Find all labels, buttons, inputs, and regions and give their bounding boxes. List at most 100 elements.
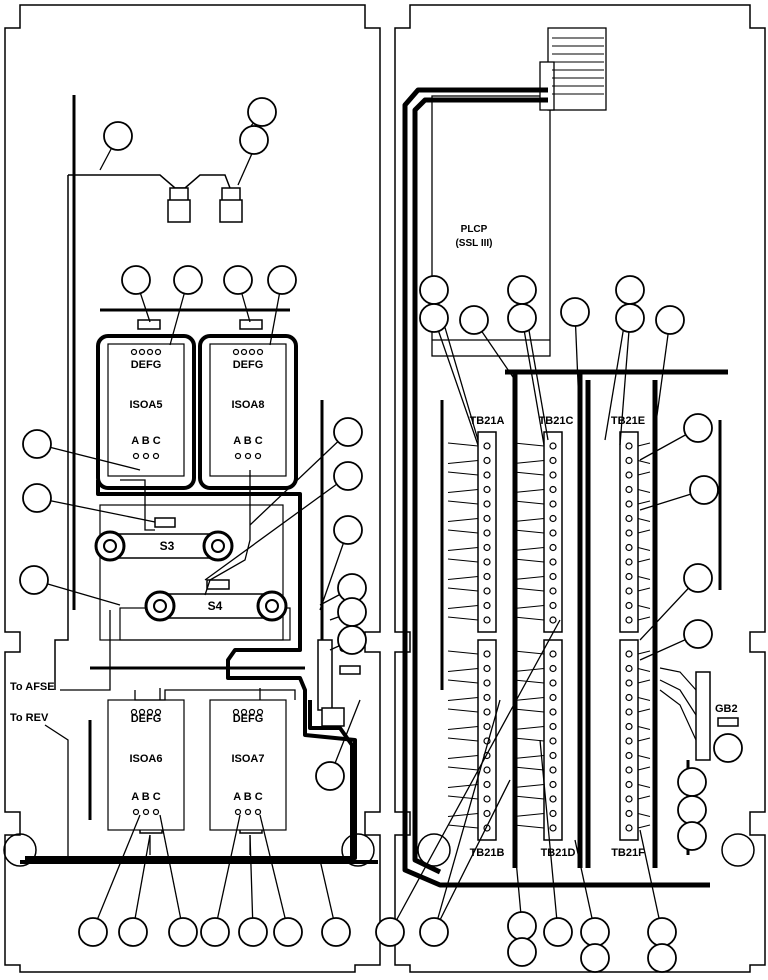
terminal-wire	[637, 576, 651, 580]
relay-terminal-dot	[254, 808, 262, 816]
gb2-label: GB2	[715, 703, 738, 715]
terminal-wire	[637, 518, 651, 522]
callout-leader	[36, 443, 141, 471]
terminal-screw	[625, 693, 633, 702]
callout-bubble	[655, 305, 685, 335]
terminal-wire	[447, 616, 479, 621]
relay-isoa7-pins-top: DEFG	[233, 713, 264, 725]
tb21b-label: TB21B	[470, 847, 505, 859]
switch-plate	[99, 504, 291, 641]
terminal-screw	[549, 708, 557, 716]
terminal-wire	[513, 737, 545, 742]
terminal-wire	[447, 824, 479, 829]
callout-bubble	[223, 265, 253, 295]
terminal-screw	[625, 809, 633, 818]
terminal-screw	[483, 500, 491, 508]
callout-bubble	[315, 761, 345, 791]
callout-bubble	[543, 917, 573, 947]
callout-bubble	[459, 305, 489, 335]
callout-bubble	[677, 795, 707, 825]
callout-bubble	[239, 125, 269, 155]
callout-leader	[389, 619, 561, 933]
terminal-wire	[513, 766, 545, 771]
relay-isoa5-pins-bottom: A B C	[131, 435, 161, 447]
mounting-holes-right	[417, 833, 755, 867]
callout-leader	[159, 814, 184, 931]
terminal-screw	[625, 751, 633, 760]
callout-bubble	[647, 943, 677, 973]
terminal-screw	[483, 795, 491, 803]
relay-isoa7-label: ISOA7	[231, 753, 264, 765]
terminal-screw	[625, 795, 633, 803]
callout-leader	[249, 431, 349, 526]
relay-terminal-dot	[248, 708, 256, 716]
terminal-wire	[637, 795, 651, 800]
switch-s4-label: S4	[208, 599, 223, 613]
relay-isoa6-pins-bottom: A B C	[131, 791, 161, 803]
terminal-screw	[625, 650, 633, 658]
terminal-screw	[549, 558, 557, 566]
terminal-screw	[549, 780, 557, 789]
terminal-wire	[637, 442, 651, 447]
relay-terminal-dot	[138, 348, 146, 356]
terminal-screw	[549, 529, 557, 537]
terminal-wire	[513, 784, 545, 788]
relay-terminal-dot	[146, 348, 154, 356]
relay-isoa7	[209, 699, 287, 831]
terminal-wire	[637, 547, 651, 551]
terminal-screw	[625, 824, 633, 832]
terminal-screw	[549, 442, 557, 450]
relay-isoa5	[96, 334, 196, 490]
terminal-screw	[483, 708, 491, 716]
relay-terminal-dot	[142, 452, 150, 460]
left-panel-outline	[4, 4, 381, 973]
relay-terminal-dot	[130, 348, 138, 356]
relay-isoa5-pins-top: DEFG	[131, 359, 162, 371]
terminal-screw	[483, 780, 491, 789]
terminal-screw	[549, 650, 557, 658]
terminal-wire	[447, 529, 479, 534]
callout-bubble	[683, 563, 713, 593]
terminal-screw	[483, 543, 491, 552]
terminal-wire	[637, 679, 651, 684]
callout-bubble	[333, 515, 363, 545]
right-harness	[402, 87, 728, 888]
relay-terminal-dot	[146, 708, 154, 716]
terminal-screw	[625, 780, 633, 789]
ground-bar-gb2	[659, 667, 739, 761]
callout-bubble	[337, 625, 367, 655]
terminal-screw	[483, 601, 491, 610]
callout-leader	[433, 779, 511, 933]
terminal-screw	[483, 529, 491, 537]
relay-terminal-dot	[240, 708, 248, 716]
to-rev-label: To REV	[10, 712, 49, 724]
callout-leader	[92, 814, 141, 931]
panel-slots-left	[72, 95, 324, 820]
callout-bubble	[713, 733, 743, 763]
terminal-wire	[513, 726, 545, 730]
callout-bubble	[273, 917, 303, 947]
terminal-screw	[483, 809, 491, 818]
terminal-screw	[549, 766, 557, 774]
terminal-wire	[447, 784, 479, 788]
terminal-screw	[549, 616, 557, 624]
tb21f-label: TB21F	[611, 847, 645, 859]
callout-leader	[214, 814, 241, 931]
terminal-screw	[483, 471, 491, 479]
terminal-screw	[483, 650, 491, 658]
callout-bubble	[103, 121, 133, 151]
mounting-holes-left	[3, 833, 375, 867]
callout-leader	[539, 739, 559, 933]
callout-bubble	[507, 937, 537, 967]
terminal-wire	[447, 518, 479, 522]
terminal-wire	[447, 726, 479, 730]
terminal-screw	[549, 514, 557, 523]
callout-bubble	[677, 821, 707, 851]
terminal-wire	[513, 813, 545, 817]
terminal-wire	[447, 650, 479, 655]
relay-isoa5-label: ISOA5	[129, 399, 162, 411]
terminal-screw	[483, 485, 491, 494]
terminal-screw	[625, 664, 633, 673]
terminal-wire	[637, 616, 651, 621]
terminal-wire	[513, 529, 545, 534]
